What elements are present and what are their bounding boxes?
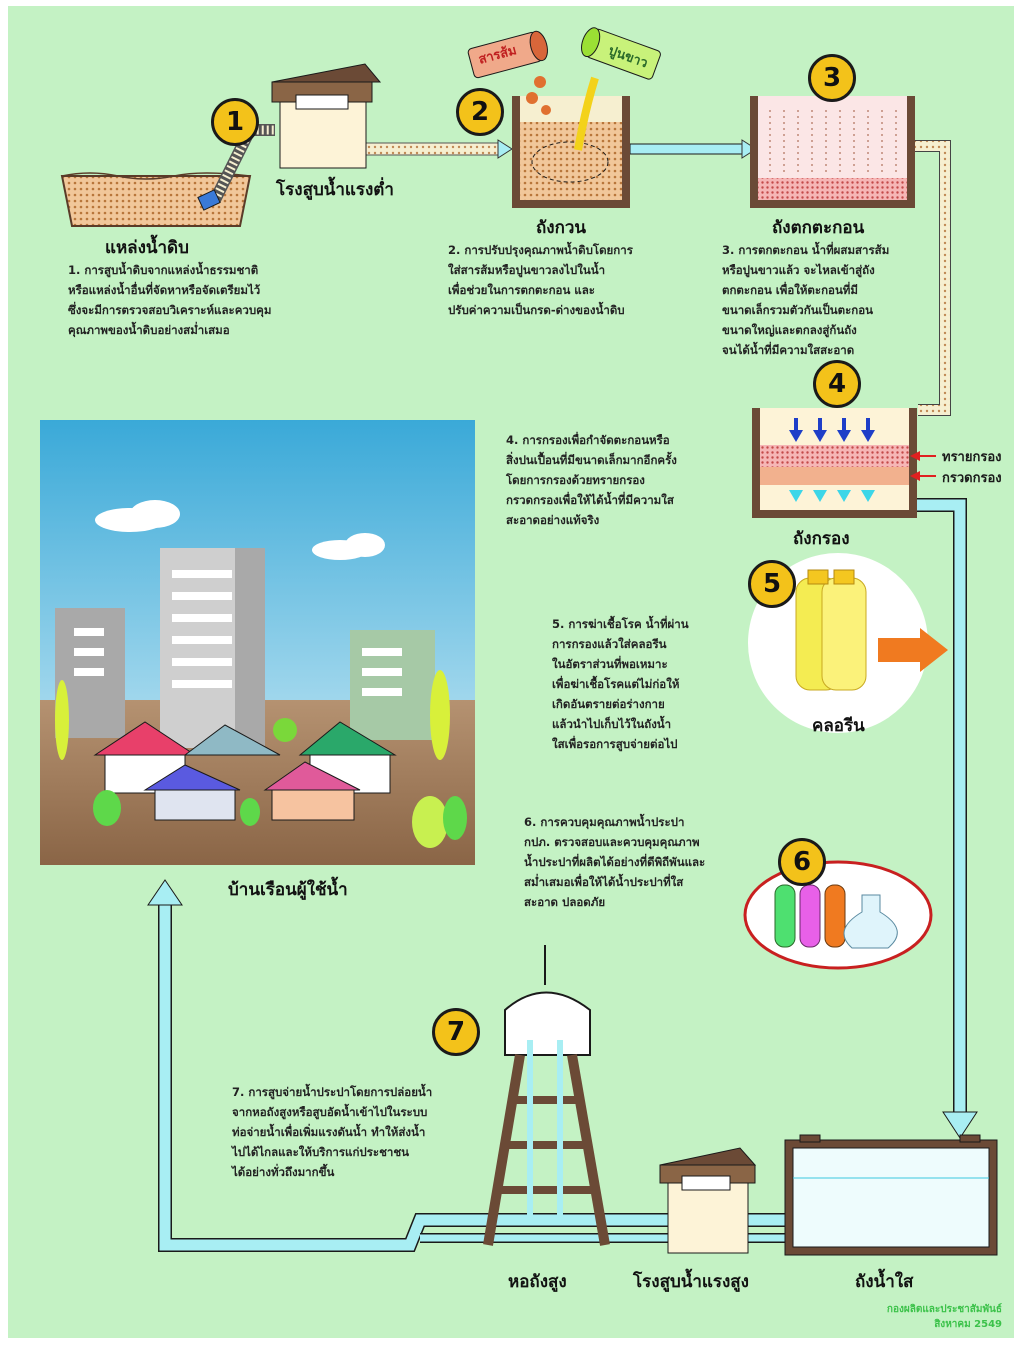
step-4-label: ถังกรอง bbox=[793, 529, 850, 549]
step-7-label: หอถังสูง bbox=[508, 1272, 567, 1292]
pipe-network bbox=[147, 140, 978, 1252]
high-lift-pump-house bbox=[659, 1147, 757, 1254]
step-5-badge: 5 bbox=[748, 560, 796, 608]
sedimentation-tank bbox=[750, 96, 915, 208]
step-5-label: คลอรีน bbox=[812, 716, 865, 736]
homes-scene bbox=[40, 420, 475, 865]
raw-water-source bbox=[60, 124, 275, 227]
pipe-low-to-mix bbox=[364, 142, 501, 156]
sand-label: ทรายกรอง bbox=[942, 450, 1002, 465]
step-1-description: 1. การสูบน้ำดิบจากแหล่งน้ำธรรมชาติ หรือแ… bbox=[68, 263, 272, 337]
credit-line-2: สิงหาคม 2549 bbox=[934, 1319, 1002, 1330]
step-5-description: 5. การฆ่าเชื้อโรค น้ำที่ผ่าน การกรองแล้ว… bbox=[552, 617, 689, 751]
step-2-label: ถังกวน bbox=[536, 218, 587, 238]
mixing-tank bbox=[467, 27, 661, 208]
step-3-description: 3. การตกตะกอน น้ำที่ผสมสารส้ม หรือปูนขาว… bbox=[722, 243, 890, 357]
homes-label: บ้านเรือนผู้ใช้น้ำ bbox=[228, 880, 348, 900]
step-6-description: 6. การควบคุมคุณภาพน้ำประปา กปภ. ตรวจสอบแ… bbox=[524, 815, 706, 909]
step-1-badge: 1 bbox=[211, 98, 259, 146]
low-pump-label: โรงสูบน้ำแรงต่ำ bbox=[276, 180, 394, 200]
step-6-badge: 6 bbox=[778, 838, 826, 886]
step-2-description: 2. การปรับปรุงคุณภาพน้ำดิบโดยการ ใส่สารส… bbox=[448, 243, 633, 317]
credit-line-1: กองผลิตและประชาสัมพันธ์ bbox=[886, 1304, 1002, 1315]
clear-water-tank bbox=[784, 1134, 998, 1256]
step-3-badge: 3 bbox=[808, 54, 856, 102]
step-7-badge: 7 bbox=[432, 1008, 480, 1056]
step-3-label: ถังตกตะกอน bbox=[772, 218, 865, 238]
low-lift-pump-house bbox=[271, 63, 382, 169]
step-2-badge: 2 bbox=[456, 88, 504, 136]
chlorine-bottles bbox=[748, 553, 948, 733]
step-4-badge: 4 bbox=[813, 360, 861, 408]
step-4-description: 4. การกรองเพื่อกำจัดตะกอนหรือ สิ่งปนเปื้… bbox=[506, 433, 677, 527]
clear-tank-label: ถังน้ำใส bbox=[855, 1272, 914, 1292]
quality-lab bbox=[743, 860, 933, 970]
step-1-label: แหล่งน้ำดิบ bbox=[105, 238, 189, 258]
filter-tank bbox=[752, 408, 936, 518]
step-7-description: 7. การสูบจ่ายน้ำประปาโดยการปล่อยน้ำ จากห… bbox=[232, 1085, 433, 1179]
water-tower bbox=[483, 945, 610, 1246]
high-pump-label: โรงสูบน้ำแรงสูง bbox=[633, 1272, 749, 1292]
gravel-label: กรวดกรอง bbox=[942, 471, 1002, 486]
credit: กองผลิตและประชาสัมพันธ์ สิงหาคม 2549 bbox=[842, 1302, 1002, 1332]
